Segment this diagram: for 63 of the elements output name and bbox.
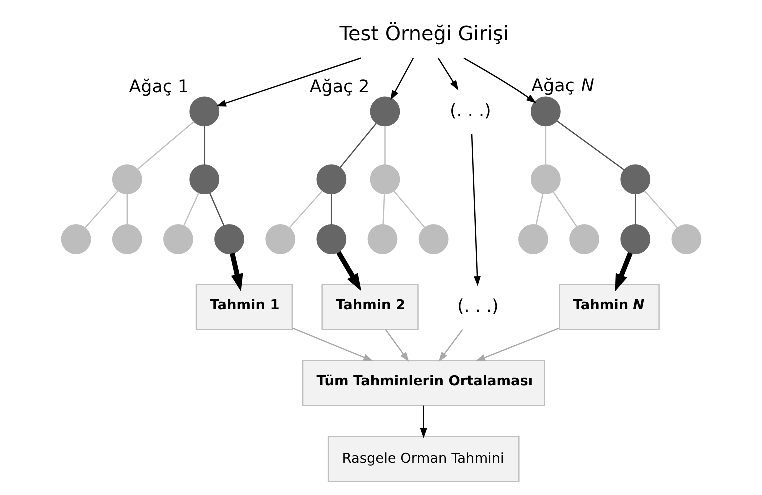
node-circle	[530, 96, 560, 127]
arrow	[292, 328, 374, 362]
arrow	[438, 329, 463, 362]
connector	[544, 126, 546, 166]
node-circle	[189, 96, 220, 127]
connector	[556, 120, 624, 171]
node-circle	[370, 164, 400, 195]
connector	[182, 192, 200, 226]
node-circle	[671, 224, 702, 254]
node-circle	[370, 96, 400, 127]
node-circle	[189, 164, 220, 195]
node-circle	[367, 224, 398, 254]
node-box: Tahmin 1	[195, 284, 293, 330]
node-circle	[518, 224, 548, 254]
node-circle	[316, 164, 346, 195]
connector	[84, 190, 118, 228]
node-box: Tahmin 2	[321, 284, 418, 330]
connector	[384, 126, 386, 166]
connector	[126, 194, 128, 225]
connector	[204, 126, 205, 166]
connector	[535, 194, 544, 226]
connector	[552, 192, 578, 228]
node-circle	[60, 224, 91, 254]
node-box: Rasgele Orman Tahmini	[327, 436, 520, 482]
node-text: (. . .)	[450, 101, 491, 122]
connector	[644, 190, 678, 228]
node-circle	[214, 224, 244, 254]
connector	[330, 194, 332, 225]
arrow	[475, 328, 559, 362]
arrow	[420, 406, 427, 438]
node-label: Ağaç 1	[128, 78, 189, 98]
arrow	[437, 58, 458, 91]
node-circle	[620, 164, 650, 195]
arrow	[230, 253, 243, 292]
node-circle	[569, 224, 599, 254]
node-circle	[265, 224, 296, 254]
connector	[137, 121, 194, 170]
node-circle	[620, 224, 650, 254]
node-label: Ağaç N	[531, 76, 594, 96]
node-circle	[112, 224, 142, 254]
node-circle	[316, 224, 346, 254]
node-circle	[163, 224, 193, 254]
node-circle	[418, 224, 448, 254]
connector	[339, 123, 376, 168]
arrow	[384, 329, 409, 362]
node-text: (. . .)	[456, 296, 498, 317]
arrow	[614, 252, 632, 292]
node-box: Tüm Tahminlerin Ortalaması	[302, 360, 545, 406]
node-label: Ağaç 2	[309, 78, 370, 98]
connector	[393, 190, 425, 228]
node-circle	[112, 164, 142, 195]
arrow	[463, 58, 536, 104]
arrow	[390, 58, 414, 100]
arrow	[336, 251, 362, 292]
node-circle	[530, 164, 560, 195]
connector	[208, 192, 224, 226]
node-text: Test Örneği Girişi	[339, 22, 508, 46]
node-box: Tahmin N	[558, 284, 660, 330]
connector	[382, 194, 385, 225]
arrow	[216, 58, 362, 107]
connector	[288, 190, 322, 228]
arrow	[470, 134, 481, 286]
connector	[634, 194, 636, 225]
